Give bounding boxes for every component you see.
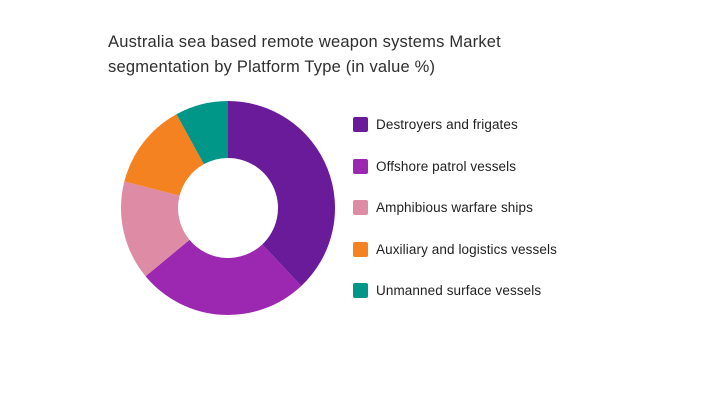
donut-slice-offshore-patrol-vessels xyxy=(145,239,302,315)
legend-label: Offshore patrol vessels xyxy=(376,158,517,174)
chart-title: Australia sea based remote weapon system… xyxy=(108,30,578,80)
legend-swatch xyxy=(353,241,368,257)
legend-item-destroyers-and-frigates: Destroyers and frigates xyxy=(353,117,557,132)
legend-item-amphibious-warfare-ships: Amphibious warfare ships xyxy=(353,200,557,215)
donut-slice-unmanned-surface-vessels xyxy=(176,101,228,165)
donut-chart xyxy=(121,101,336,315)
legend-item-auxiliary-and-logistics-vessels: Auxiliary and logistics vessels xyxy=(353,241,557,257)
chart-title-line-2: segmentation by Platform Type (in value … xyxy=(108,58,436,76)
legend-swatch xyxy=(353,200,368,215)
chart-title-line-1: Australia sea based remote weapon system… xyxy=(108,33,501,51)
legend-swatch xyxy=(353,117,368,132)
legend-label: Amphibious warfare ships xyxy=(376,200,533,215)
donut-slice-destroyers-and-frigates xyxy=(228,101,336,286)
legend-label: Destroyers and frigates xyxy=(376,117,518,132)
donut-slice-auxiliary-and-logistics-vessels xyxy=(124,114,204,196)
legend-item-unmanned-surface-vessels: Unmanned surface vessels xyxy=(353,283,557,298)
legend-swatch xyxy=(353,283,368,298)
legend-label: Unmanned surface vessels xyxy=(376,283,542,298)
legend-label: Auxiliary and logistics vessels xyxy=(376,241,557,257)
legend-swatch xyxy=(353,158,368,174)
legend-item-offshore-patrol-vessels: Offshore patrol vessels xyxy=(353,158,557,174)
chart-legend: Destroyers and frigates Offshore patrol … xyxy=(353,117,557,325)
donut-slice-amphibious-warfare-ships xyxy=(121,181,190,277)
